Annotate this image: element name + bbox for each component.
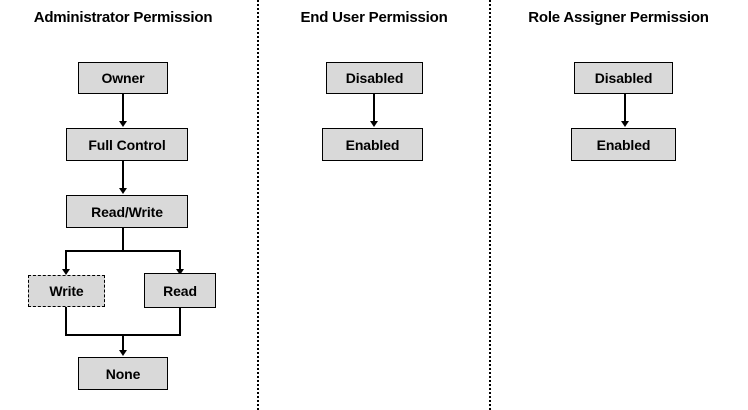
edge-owner-to-full-control <box>122 94 124 122</box>
arrowhead-role-assigner-disabled-to-enabled <box>621 121 629 127</box>
arrowhead-split-to-write <box>62 269 70 275</box>
arrowhead-split-to-read <box>176 269 184 275</box>
arrowhead-merge-to-none <box>119 350 127 356</box>
edge-split-bar <box>65 250 181 252</box>
edge-read-write-stem <box>122 228 124 252</box>
arrowhead-full-control-to-read-write <box>119 188 127 194</box>
edge-end-user-disabled-to-enabled <box>373 94 375 122</box>
column-title-administrator: Administrator Permission <box>33 9 213 26</box>
edge-full-control-to-read-write <box>122 161 124 189</box>
edge-split-to-read <box>179 250 181 270</box>
node-full-control: Full Control <box>66 128 188 161</box>
edge-read-to-merge <box>179 308 181 336</box>
arrowhead-owner-to-full-control <box>119 121 127 127</box>
node-read: Read <box>144 273 216 308</box>
node-role-assigner-disabled: Disabled <box>574 62 673 94</box>
column-title-end-user: End User Permission <box>300 9 448 26</box>
node-read-write: Read/Write <box>66 195 188 228</box>
edge-role-assigner-disabled-to-enabled <box>624 94 626 122</box>
node-role-assigner-enabled: Enabled <box>571 128 676 161</box>
edge-split-to-write <box>65 250 67 270</box>
node-end-user-enabled: Enabled <box>322 128 423 161</box>
column-title-role-assigner: Role Assigner Permission <box>528 9 709 26</box>
node-none: None <box>78 357 168 390</box>
column-divider-2 <box>489 0 491 410</box>
edge-merge-to-none <box>122 334 124 351</box>
column-divider-1 <box>257 0 259 410</box>
node-end-user-disabled: Disabled <box>326 62 423 94</box>
arrowhead-end-user-disabled-to-enabled <box>370 121 378 127</box>
node-write: Write <box>28 275 105 307</box>
node-owner: Owner <box>78 62 168 94</box>
edge-write-to-merge <box>65 307 67 336</box>
